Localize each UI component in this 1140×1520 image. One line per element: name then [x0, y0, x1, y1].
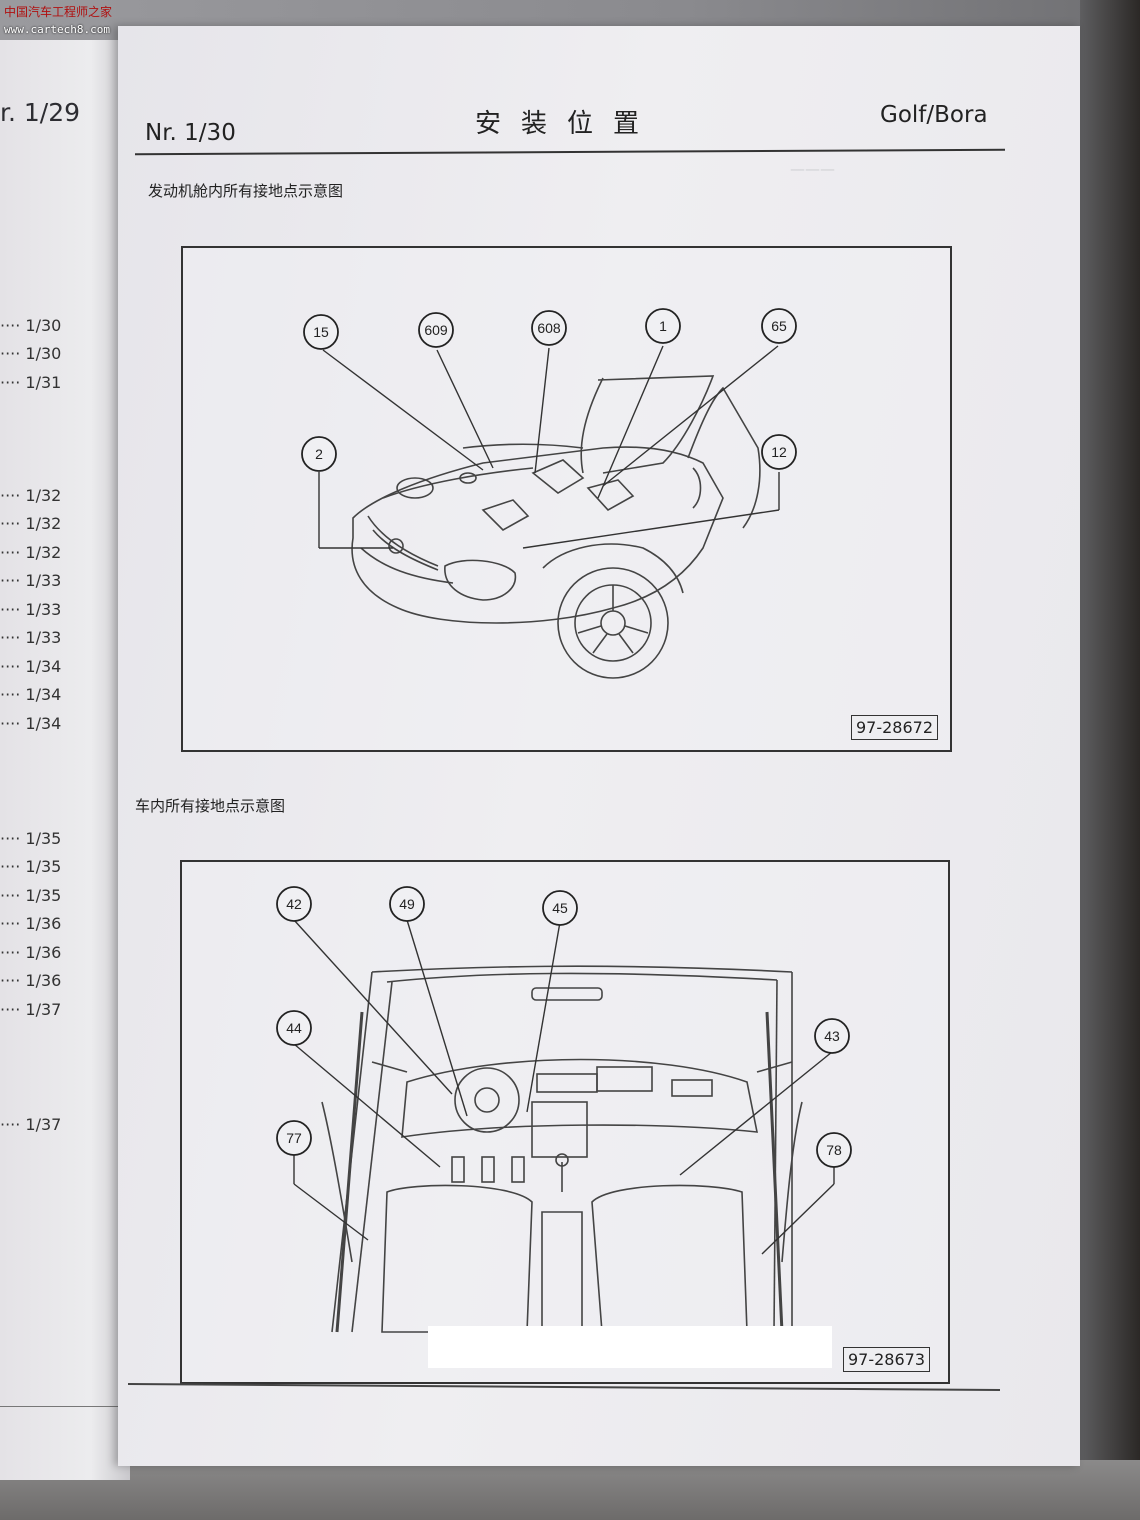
callout-label: 49: [399, 896, 415, 912]
toc-entry: ···· 1/30: [0, 344, 62, 363]
page-number: Nr. 1/30: [145, 120, 236, 146]
toc-entry: ···· 1/33: [0, 600, 62, 619]
callout-circle: [531, 310, 567, 346]
callout-circle: [816, 1132, 852, 1168]
toc-entry: ···· 1/34: [0, 657, 62, 676]
toc-entry: ···· 1/37: [0, 1115, 62, 1134]
callout-label: 43: [824, 1028, 840, 1044]
callout-circle: [303, 314, 339, 350]
page-title: 安装位置: [475, 109, 660, 139]
callout-label: 12: [771, 444, 787, 460]
callout-circle: [276, 1120, 312, 1156]
callout-circle: [761, 308, 797, 344]
toc-entry: ···· 1/37: [0, 1000, 62, 1019]
figure1-caption: 发动机舱内所有接地点示意图: [148, 182, 344, 200]
toc-entry: ···· 1/32: [0, 543, 62, 562]
watermark-site-name: 中国汽车工程师之家: [4, 5, 113, 19]
callout-label: 1: [659, 318, 667, 334]
callout-label: 42: [286, 896, 302, 912]
vehicle-model: Golf/Bora: [880, 102, 988, 128]
callout-label: 78: [826, 1142, 842, 1158]
callout-label: 44: [286, 1020, 302, 1036]
toc-entry: ···· 1/32: [0, 514, 62, 533]
toc-entry: ···· 1/33: [0, 628, 62, 647]
callout-circle: [276, 1010, 312, 1046]
toc-entry: ···· 1/32: [0, 486, 62, 505]
toc-entry: ···· 1/33: [0, 571, 62, 590]
figure2-interior: 42 49 45 44 43 77 78 97-28673: [180, 860, 950, 1384]
engine-bay-drawing: 15 609 608 1 65 2 12: [301, 308, 797, 679]
bleed-through-text: ———: [790, 160, 835, 178]
callout-label: 77: [286, 1130, 302, 1146]
toc-entry: ···· 1/35: [0, 886, 62, 905]
callout-circle: [814, 1018, 850, 1054]
watermark-url: www.cartech8.com: [4, 23, 110, 36]
callout-label: 65: [771, 318, 787, 334]
callout-circle: [761, 434, 797, 470]
callout-circle: [301, 436, 337, 472]
redaction-box: [428, 1326, 832, 1368]
callout-label: 609: [424, 322, 448, 338]
previous-page-rule: [0, 1406, 125, 1407]
figure2-caption: 车内所有接地点示意图: [135, 797, 286, 815]
background-shadow-right: [1080, 0, 1140, 1520]
callout-circle: [276, 886, 312, 922]
toc-entry: ···· 1/36: [0, 943, 62, 962]
callout-circle: [418, 312, 454, 348]
callout-label: 15: [313, 324, 329, 340]
toc-entry: ···· 1/34: [0, 714, 62, 733]
previous-page: r. 1/29 ···· 1/30 ···· 1/30 ···· 1/31 ···· …: [0, 40, 130, 1480]
toc-entry: ···· 1/30: [0, 316, 62, 335]
toc-entry: ···· 1/35: [0, 829, 62, 848]
previous-page-header: r. 1/29: [0, 98, 81, 127]
callout-label: 608: [537, 320, 561, 336]
toc-entry: ···· 1/36: [0, 914, 62, 933]
toc-entry: ···· 1/35: [0, 857, 62, 876]
figure1-code: 97-28672: [850, 715, 938, 740]
toc-entry: ···· 1/31: [0, 373, 62, 392]
callout-label: 2: [315, 446, 323, 462]
callout-circle: [389, 886, 425, 922]
callout-circle: [645, 308, 681, 344]
interior-drawing: 42 49 45 44 43 77 78: [276, 886, 852, 1333]
background-shadow-bottom: [0, 1460, 1140, 1520]
toc-entry: ···· 1/36: [0, 971, 62, 990]
toc-entry: ···· 1/34: [0, 685, 62, 704]
figure1-engine-bay: 15 609 608 1 65 2 12 97-28672: [181, 246, 952, 752]
callout-circle: [542, 890, 578, 926]
figure2-code: 97-28673: [842, 1347, 930, 1372]
callout-label: 45: [552, 900, 568, 916]
site-watermark: 中国汽车工程师之家 www.cartech8.com: [4, 4, 112, 38]
